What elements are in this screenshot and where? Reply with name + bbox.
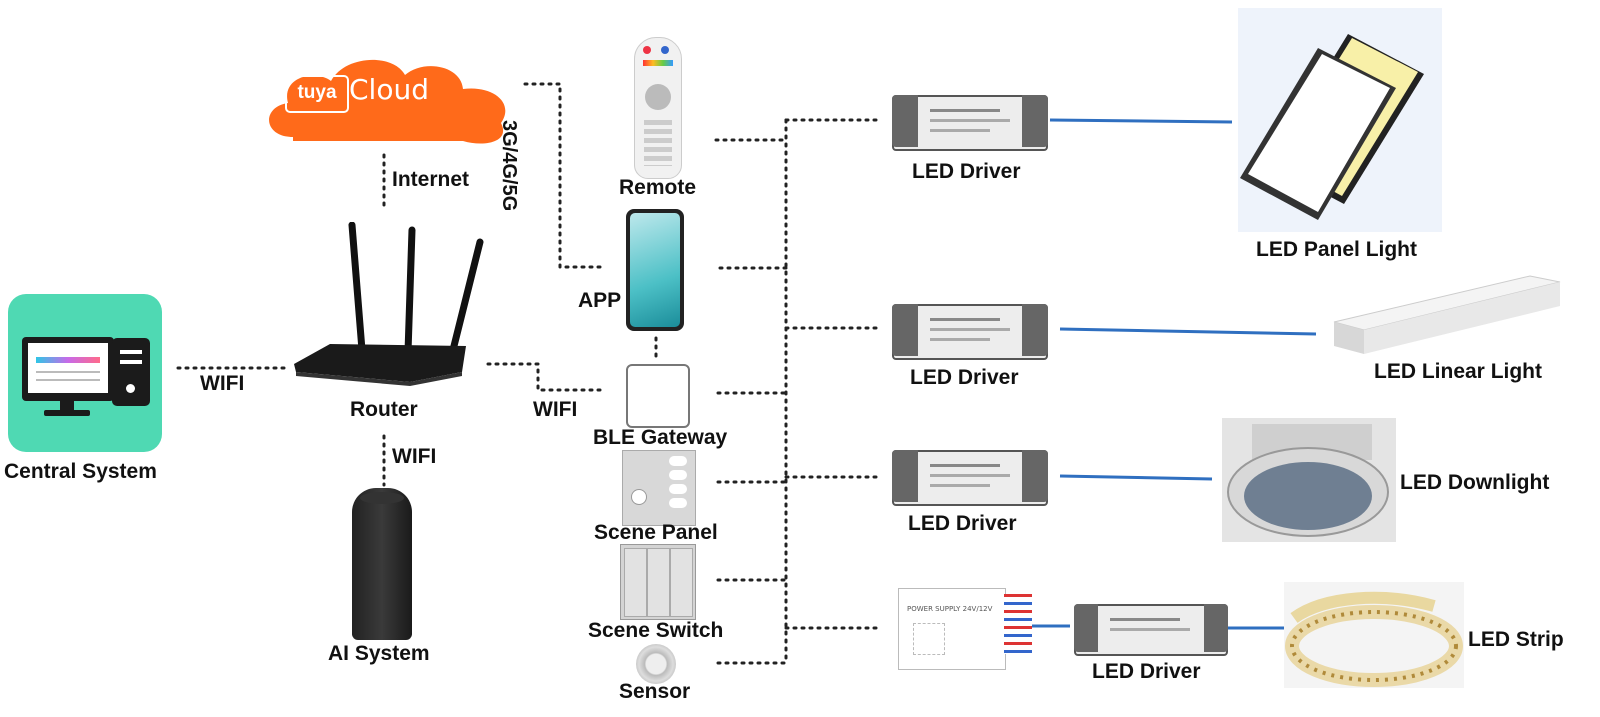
tuya-brand-text: tuya — [297, 82, 337, 103]
led-driver-2-label: LED Driver — [910, 366, 1019, 389]
led-driver-1-label: LED Driver — [912, 160, 1021, 183]
panel-wire — [1049, 118, 1233, 124]
network-label: 3G/4G/5G — [498, 120, 520, 212]
scene-panel-icon — [622, 450, 696, 526]
strip-label: LED Strip — [1468, 628, 1564, 651]
remote-label: Remote — [619, 176, 697, 199]
scene-switch-label: Scene Switch — [588, 619, 724, 642]
wifi-router-down-label: WIFI — [392, 445, 437, 468]
led-driver-icon — [892, 95, 1048, 151]
central-system-icon — [8, 294, 162, 452]
app-label: APP — [578, 289, 622, 312]
ble-gateway-icon — [626, 364, 690, 428]
power-supply-icon: POWER SUPPLY 24V/12V — [898, 588, 1006, 670]
cloud-text: Cloud — [349, 73, 429, 106]
scene-switch-icon — [620, 544, 696, 620]
led-driver-icon — [1074, 604, 1228, 656]
router-icon — [290, 221, 490, 392]
led-linear-light-image — [1330, 272, 1562, 356]
led-driver-icon — [892, 304, 1048, 360]
remote-icon — [634, 37, 682, 179]
wifi-gateway-link — [486, 362, 602, 392]
downlight-label: LED Downlight — [1400, 471, 1550, 494]
panel-light-label: LED Panel Light — [1256, 238, 1418, 261]
downlight-wire — [1059, 474, 1213, 481]
ai-speaker-icon — [352, 488, 412, 640]
internet-label: Internet — [392, 168, 470, 191]
led-driver-4-label: LED Driver — [1092, 660, 1201, 683]
tuya-logo: tuya — [285, 75, 349, 113]
led-driver-3-label: LED Driver — [908, 512, 1017, 535]
power-supply-text: POWER SUPPLY 24V/12V — [907, 605, 993, 613]
monitor-icon — [22, 337, 114, 401]
sensor-label: Sensor — [619, 680, 691, 703]
phone-icon — [626, 209, 684, 331]
central-system-label: Central System — [4, 460, 157, 483]
tuya-cloud: tuya Cloud — [253, 45, 523, 155]
led-driver-icon — [892, 450, 1048, 506]
wifi-gateway-label: WIFI — [533, 398, 578, 421]
scene-panel-label: Scene Panel — [594, 521, 718, 544]
led-panel-light-image — [1238, 8, 1442, 232]
pc-tower-icon — [112, 338, 150, 406]
router-label: Router — [350, 398, 418, 421]
cellular-link — [523, 82, 607, 269]
led-downlight-image — [1222, 418, 1396, 542]
wifi-left-label: WIFI — [200, 372, 245, 395]
linear-light-label: LED Linear Light — [1374, 360, 1542, 383]
sensor-icon — [636, 644, 676, 684]
led-strip-image — [1284, 582, 1464, 688]
ble-gateway-label: BLE Gateway — [593, 426, 728, 449]
linear-wire — [1059, 327, 1317, 336]
power-supply-wires — [1004, 594, 1032, 654]
ai-system-label: AI System — [328, 642, 430, 665]
